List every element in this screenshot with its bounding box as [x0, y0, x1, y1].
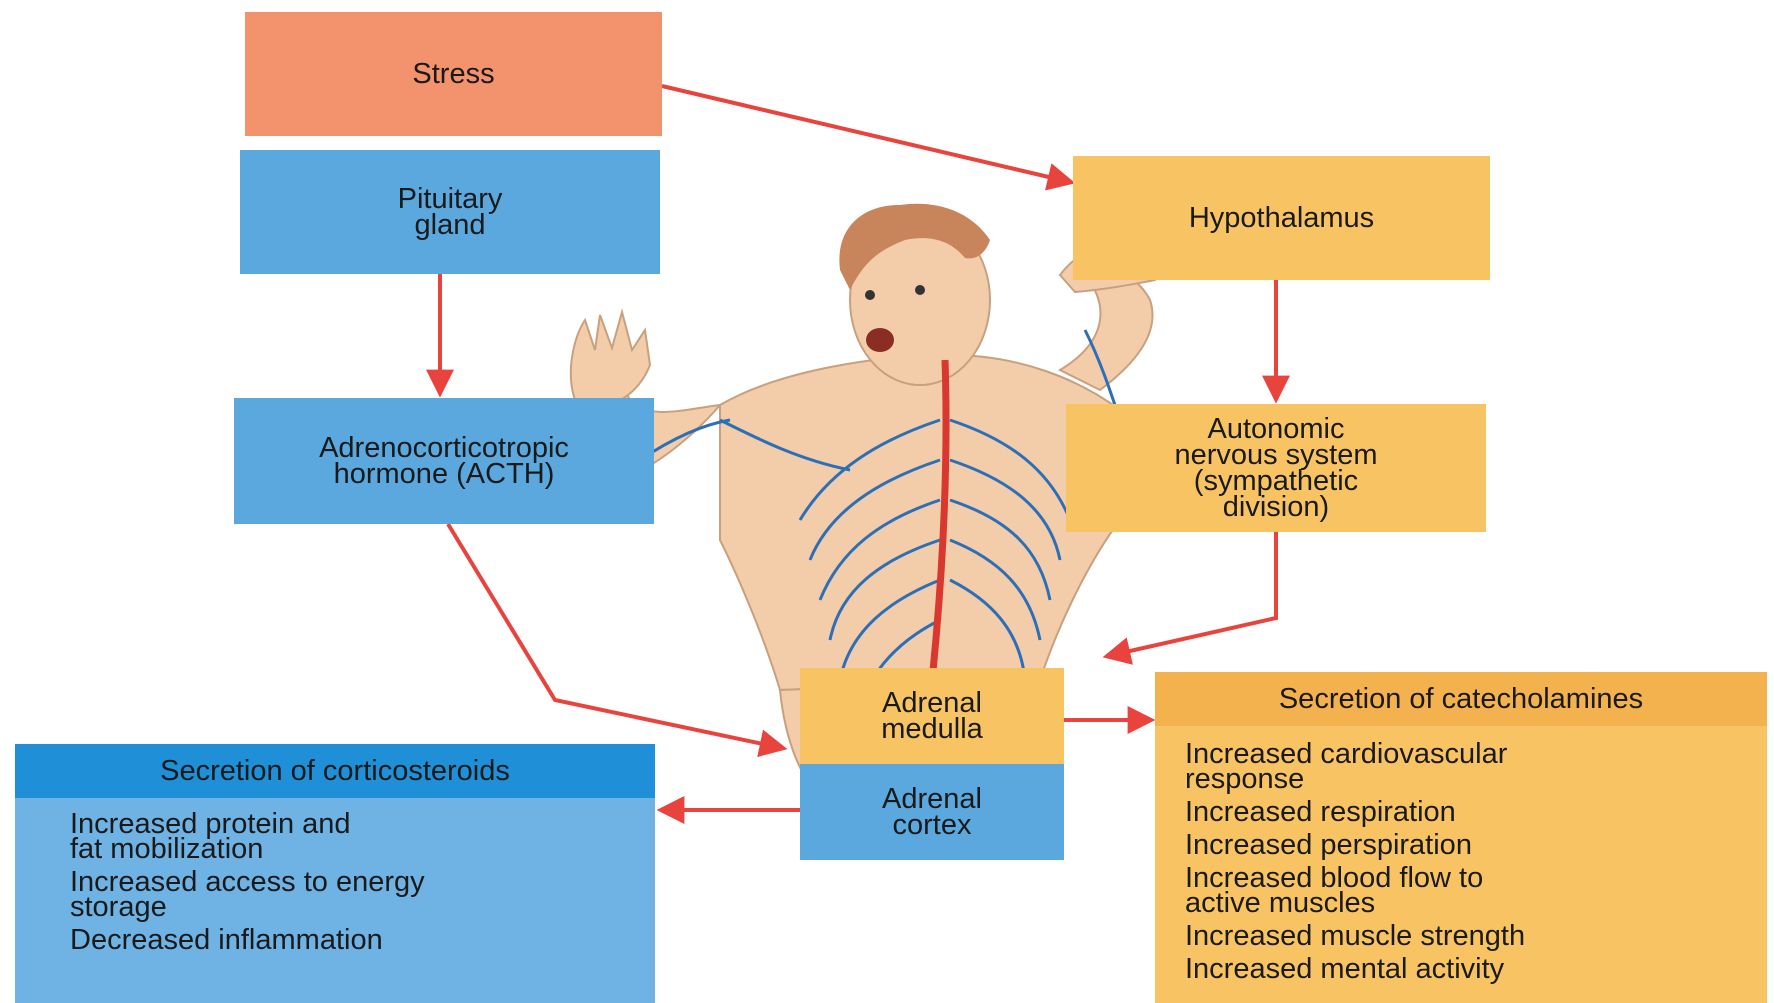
corticosteroids-title: Secretion of corticosteroids — [15, 744, 655, 798]
acth-node: Adrenocorticotropic hormone (ACTH) — [234, 398, 654, 524]
list-item: Increased protein and fat mobilization — [70, 812, 655, 862]
figure-eye — [915, 285, 925, 295]
stress-node: Stress — [245, 12, 662, 136]
adrenal-cortex-node: Adrenal cortex — [800, 764, 1064, 860]
arrow-stress-to-hypothalamus — [662, 86, 1070, 182]
pituitary-gland-node: Pituitary gland — [240, 150, 660, 274]
figure-eye — [865, 290, 875, 300]
corticosteroids-panel: Secretion of corticosteroids Increased p… — [15, 744, 655, 1003]
list-item: Increased respiration — [1185, 800, 1767, 825]
list-item: Increased perspiration — [1185, 833, 1767, 858]
list-item: Decreased inflammation — [70, 928, 655, 953]
list-item: Increased mental activity — [1185, 957, 1767, 982]
catecholamines-title: Secretion of catecholamines — [1155, 672, 1767, 726]
list-item: Increased muscle strength — [1185, 924, 1767, 949]
hypothalamus-node: Hypothalamus — [1073, 156, 1490, 280]
catecholamines-panel: Secretion of catecholamines Increased ca… — [1155, 672, 1767, 1003]
list-item: Increased cardiovascular response — [1185, 742, 1767, 792]
arrow-autonomic-to-adrenal — [1108, 532, 1276, 656]
figure-torso — [720, 355, 1120, 690]
list-item: Increased blood flow to active muscles — [1185, 866, 1767, 916]
corticosteroids-effects-list: Increased protein and fat mobilization I… — [15, 798, 655, 953]
adrenal-medulla-node: Adrenal medulla — [800, 668, 1064, 764]
figure-left-hand — [571, 312, 650, 405]
autonomic-nervous-system-node: Autonomic nervous system (sympathetic di… — [1066, 404, 1486, 532]
catecholamines-effects-list: Increased cardiovascular response Increa… — [1155, 726, 1767, 982]
figure-open-mouth — [866, 328, 894, 352]
list-item: Increased access to energy storage — [70, 870, 655, 920]
